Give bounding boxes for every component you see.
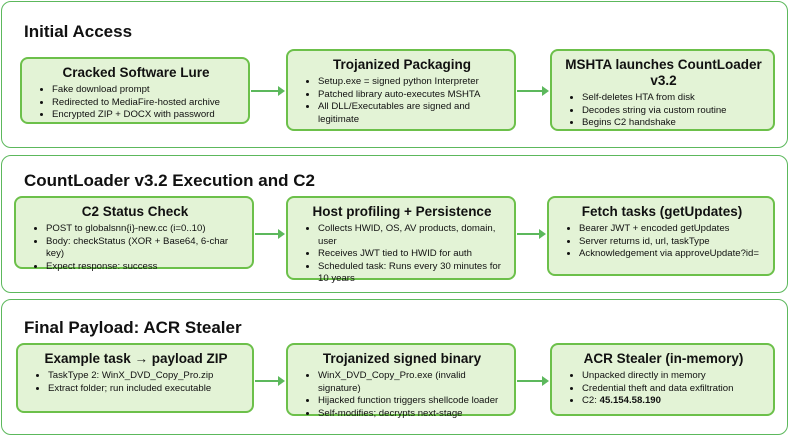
card-fetch-tasks: Fetch tasks (getUpdates) Bearer JWT + en…: [547, 196, 775, 276]
flow-arrow: [517, 86, 549, 96]
bullet-item: Expect response: success: [46, 261, 244, 274]
bullet-item: Server returns id, url, taskType: [579, 236, 765, 249]
bullet-item: TaskType 2: WinX_DVD_Copy_Pro.zip: [48, 370, 244, 383]
card-title: Cracked Software Lure: [62, 65, 210, 80]
bullet-item: Fake download prompt: [52, 84, 240, 97]
bullet-item-c2: C2: 45.154.58.190: [582, 395, 765, 408]
flow-arrow: [255, 229, 285, 239]
card-bullets: Bearer JWT + encoded getUpdates Server r…: [559, 223, 765, 261]
card-title: MSHTA launches CountLoader v3.2: [565, 57, 762, 88]
bullet-item: Redirected to MediaFire-hosted archive: [52, 97, 240, 110]
flow-arrow: [255, 376, 285, 386]
stage-final-payload: Final Payload: ACR Stealer Example task …: [1, 299, 788, 435]
bullet-item: Begins C2 handshake: [582, 117, 765, 130]
bullet-item: Patched library auto-executes MSHTA: [318, 89, 506, 102]
card-bullets: Unpacked directly in memory Credential t…: [562, 370, 765, 408]
bullet-item: Extract folder; run included executable: [48, 383, 244, 396]
bullet-item: Self-modifies; decrypts next-stage: [318, 408, 506, 421]
flow-arrow: [517, 229, 546, 239]
card-title: Fetch tasks (getUpdates): [581, 204, 743, 219]
stage-title: CountLoader v3.2 Execution and C2: [24, 171, 315, 190]
card-title: Trojanized Packaging: [332, 57, 472, 72]
bullet-item: POST to globalsnn{i}-new.cc (i=0..10): [46, 223, 244, 236]
card-bullets: POST to globalsnn{i}-new.cc (i=0..10) Bo…: [26, 223, 244, 273]
bullet-item: Encrypted ZIP + DOCX with password: [52, 109, 240, 122]
card-bullets: Fake download prompt Redirected to Media…: [32, 84, 240, 122]
card-trojanized-signed-binary: Trojanized signed binary WinX_DVD_Copy_P…: [286, 343, 516, 419]
card-title: ACR Stealer (in-memory): [583, 351, 744, 366]
card-cracked-software-lure: Cracked Software Lure Fake download prom…: [20, 57, 250, 124]
bullet-item: Collects HWID, OS, AV products, domain, …: [318, 223, 506, 248]
bullet-item: Body: checkStatus (XOR + Base64, 6-char …: [46, 236, 244, 261]
bullet-item: Scheduled task: Runs every 30 minutes fo…: [318, 261, 506, 286]
bullet-item: Setup.exe = signed python Interpreter: [318, 76, 506, 89]
card-mshta-launches: MSHTA launches CountLoader v3.2 Self-del…: [550, 49, 775, 131]
card-bullets: Self-deletes HTA from disk Decodes strin…: [562, 92, 765, 130]
card-title: C2 Status Check: [81, 204, 189, 219]
card-host-profiling: Host profiling + Persistence Collects HW…: [286, 196, 516, 284]
stage-initial-access: Initial Access Cracked Software Lure Fak…: [1, 1, 788, 148]
bullet-item: Bearer JWT + encoded getUpdates: [579, 223, 765, 236]
bullet-item: Acknowledgement via approveUpdate?id=: [579, 248, 765, 261]
card-acr-stealer: ACR Stealer (in-memory) Unpacked directl…: [550, 343, 775, 416]
card-trojanized-packaging: Trojanized Packaging Setup.exe = signed …: [286, 49, 516, 131]
card-bullets: Setup.exe = signed python Interpreter Pa…: [298, 76, 506, 126]
flow-arrow: [251, 86, 285, 96]
bullet-item: Decodes string via custom routine: [582, 105, 765, 118]
card-title: Host profiling + Persistence: [312, 204, 492, 219]
stage-title: Final Payload: ACR Stealer: [24, 318, 242, 337]
bullet-item: Self-deletes HTA from disk: [582, 92, 765, 105]
stage-countloader-execution: CountLoader v3.2 Execution and C2 C2 Sta…: [1, 155, 788, 293]
card-title: Example task → payload ZIP: [44, 351, 228, 366]
bullet-item: Hijacked function triggers shellcode loa…: [318, 395, 506, 408]
card-c2-status-check: C2 Status Check POST to globalsnn{i}-new…: [14, 196, 254, 272]
bullet-item: All DLL/Executables are signed and legit…: [318, 101, 506, 126]
card-bullets: Collects HWID, OS, AV products, domain, …: [298, 223, 506, 286]
bullet-item: WinX_DVD_Copy_Pro.exe (invalid signature…: [318, 370, 506, 395]
card-bullets: WinX_DVD_Copy_Pro.exe (invalid signature…: [298, 370, 506, 420]
stage-title: Initial Access: [24, 22, 133, 41]
flow-arrow: [517, 376, 549, 386]
card-example-task: Example task → payload ZIP TaskType 2: W…: [16, 343, 254, 413]
bullet-item: Receives JWT tied to HWID for auth: [318, 248, 506, 261]
bullet-item: Unpacked directly in memory: [582, 370, 765, 383]
c2-address: 45.154.58.190: [599, 395, 661, 406]
bullet-item: Credential theft and data exfiltration: [582, 383, 765, 396]
card-title: Trojanized signed binary: [322, 351, 482, 366]
card-bullets: TaskType 2: WinX_DVD_Copy_Pro.zip Extrac…: [28, 370, 244, 395]
c2-label: C2:: [582, 395, 597, 406]
